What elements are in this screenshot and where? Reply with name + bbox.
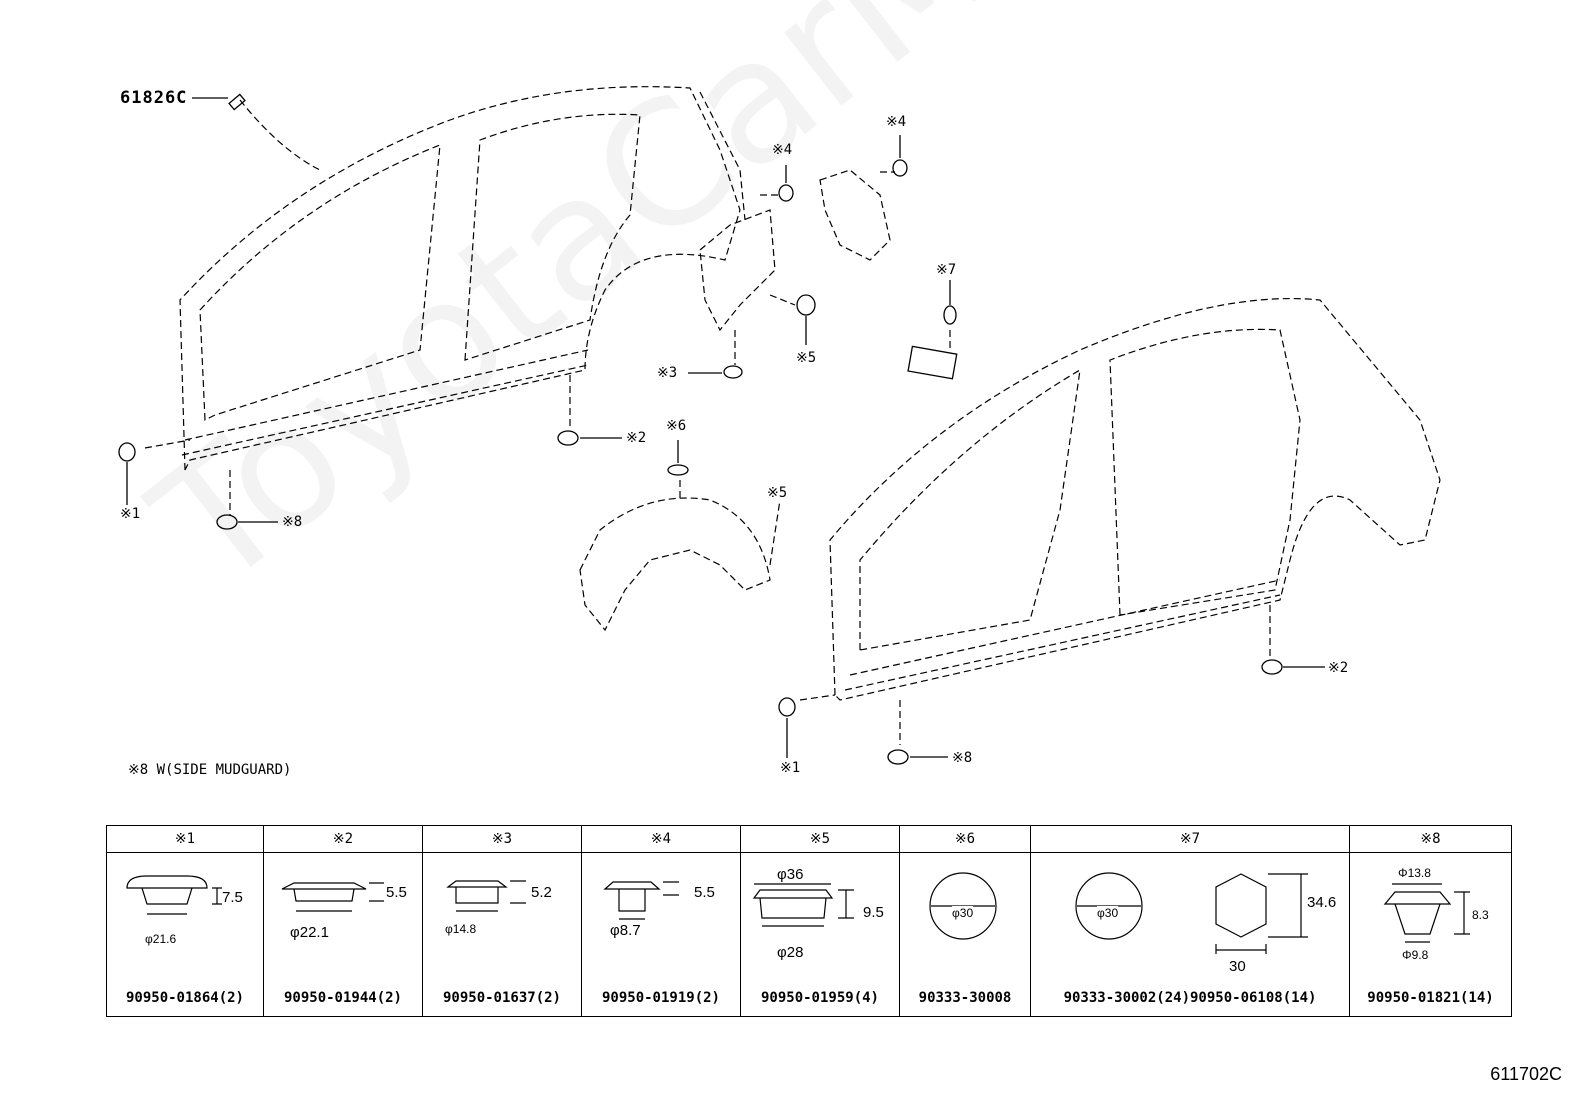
callout-6: ※6 [666, 418, 687, 434]
dim-5-outer-diameter: φ36 [777, 866, 804, 883]
part-number-7: 90333-30002(24)90950-06108(14) [1063, 990, 1317, 1006]
dim-8-inner-diameter: Φ9.8 [1402, 948, 1429, 962]
grommet-8-left-icon [216, 514, 238, 530]
grommet-1-right-icon [778, 697, 796, 717]
dim-5-inner-diameter: φ28 [777, 944, 804, 961]
dim-7-hex-height: 34.6 [1307, 894, 1337, 911]
part-number-5: 90950-01959(4) [760, 990, 879, 1006]
legend-header-4: ※4 [582, 826, 740, 853]
dim-6-diameter: φ30 [952, 906, 974, 920]
dim-2-diameter: φ22.1 [290, 924, 329, 941]
plug-6-icon [667, 464, 689, 476]
legend-cell-1: ※1 7.5 φ21.6 90950-01864(2) [107, 826, 264, 1016]
dim-7-diameter: φ30 [1097, 906, 1119, 920]
callout-5a: ※5 [796, 350, 817, 366]
part-number-4: 90950-01919(2) [601, 990, 720, 1006]
clip-7-icon [907, 345, 958, 380]
legend-header-5: ※5 [741, 826, 899, 853]
grommet-2-left-icon [557, 430, 579, 446]
callout-4b: ※4 [886, 114, 907, 130]
part-number-8: 90950-01821(14) [1367, 990, 1494, 1006]
callout-1-right: ※1 [780, 760, 801, 776]
part-number-6: 90333-30008 [918, 990, 1012, 1006]
callout-8-right: ※8 [952, 750, 973, 766]
part-number-3: 90950-01637(2) [442, 990, 561, 1006]
legend-header-7: ※7 [1031, 826, 1349, 853]
grommet-4a-icon [778, 184, 794, 202]
dim-1-height: 7.5 [222, 889, 243, 906]
callout-2-right: ※2 [1328, 660, 1349, 676]
legend-cell-8: ※8 Φ13.8 8.3 Φ9.8 90950-01821(14) [1350, 826, 1511, 1016]
legend-cell-5: ※5 φ36 9.5 φ28 90950-01959(4) [741, 826, 900, 1016]
legend-header-1: ※1 [107, 826, 263, 853]
legend-header-8: ※8 [1350, 826, 1511, 853]
legend-cell-6: ※6 φ30 90333-30008 [900, 826, 1031, 1016]
part-number-1: 90950-01864(2) [125, 990, 244, 1006]
dim-3-diameter: φ14.8 [445, 922, 477, 936]
clip-7-hex-icon [1215, 873, 1308, 954]
drawing-number: 611702C [1490, 1064, 1562, 1084]
callout-7: ※7 [936, 262, 957, 278]
dim-4-height: 5.5 [694, 884, 715, 901]
callout-1-left: ※1 [120, 506, 141, 522]
part-61826c-icon [228, 93, 246, 111]
grommet-8-right-icon [887, 749, 909, 765]
legend-cell-4: ※4 5.5 φ8.7 90950-01919(2) [582, 826, 741, 1016]
plug-7-icon [943, 305, 957, 325]
callout-8-left: ※8 [282, 514, 303, 530]
dim-4-diameter: φ8.7 [610, 922, 641, 939]
dim-8-height: 8.3 [1472, 908, 1489, 922]
callout-3: ※3 [657, 365, 678, 381]
grommet-8-shape-icon [1383, 883, 1470, 943]
legend-cell-2: ※2 5.5 φ22.1 90950-01944(2) [264, 826, 423, 1016]
grommet-2-shape-icon [281, 882, 384, 912]
grommet-4-shape-icon [603, 881, 679, 920]
callout-2-left: ※2 [626, 430, 647, 446]
dim-1-diameter: φ21.6 [145, 932, 177, 946]
dim-3-height: 5.2 [531, 884, 552, 901]
legend-header-3: ※3 [423, 826, 581, 853]
grommet-1-left-icon [118, 442, 136, 462]
parts-legend-table: ※1 7.5 φ21.6 90950-01864(2) ※2 5.5 φ22.1… [106, 825, 1512, 1017]
grommet-4b-icon [892, 159, 908, 177]
dim-7-hex-width: 30 [1229, 958, 1246, 975]
grommet-2-right-icon [1261, 659, 1283, 675]
body-side-panel-diagram [118, 86, 1441, 765]
dim-2-height: 5.5 [386, 884, 407, 901]
legend-header-6: ※6 [900, 826, 1030, 853]
part-label-61826c: 61826C [120, 88, 188, 108]
callout-5b: ※5 [767, 485, 788, 501]
grommet-1-shape-icon [126, 875, 222, 915]
grommet-3-shape-icon [446, 880, 526, 912]
dim-5-height: 9.5 [863, 904, 884, 921]
callout-4a: ※4 [772, 142, 793, 158]
grommet-5-shape-icon [752, 883, 854, 927]
part-number-2: 90950-01944(2) [283, 990, 402, 1006]
side-mudguard-note: ※8 W(SIDE MUDGUARD) [128, 762, 292, 778]
legend-cell-3: ※3 5.2 φ14.8 90950-01637(2) [423, 826, 582, 1016]
legend-header-2: ※2 [264, 826, 422, 853]
dim-8-outer-diameter: Φ13.8 [1398, 866, 1431, 880]
grommet-3-icon [723, 365, 743, 379]
legend-cell-7: ※7 φ30 34.6 30 90333-30002(24)90950-0610… [1031, 826, 1350, 1016]
grommet-5-icon [796, 294, 816, 316]
